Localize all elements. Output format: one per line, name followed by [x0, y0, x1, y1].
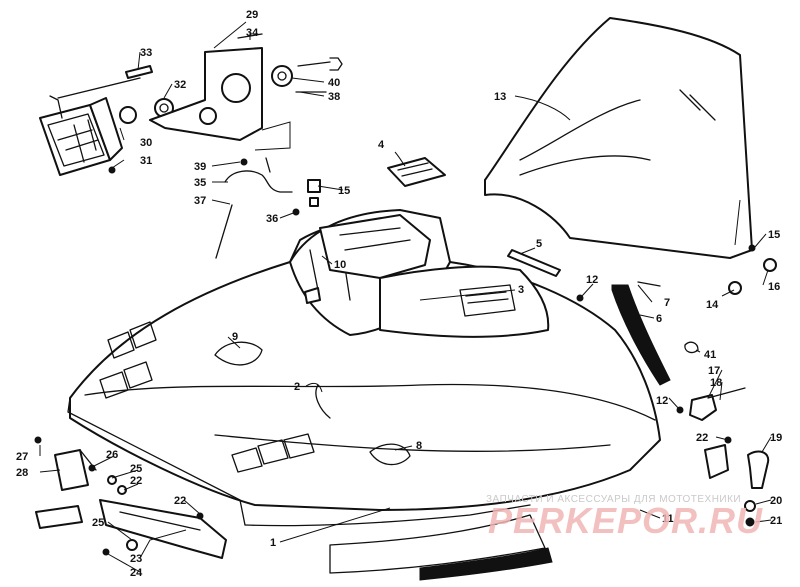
- callout-3: 3: [518, 284, 524, 296]
- callout-27: 27: [16, 451, 28, 463]
- callout-40: 40: [328, 77, 340, 89]
- callout-24: 24: [130, 567, 143, 579]
- callout-15b: 15: [768, 229, 780, 241]
- callout-13: 13: [494, 91, 506, 103]
- callout-16: 16: [768, 281, 780, 293]
- callout-18: 18: [710, 377, 722, 389]
- callout-10: 10: [334, 259, 346, 271]
- callout-8: 8: [416, 440, 422, 452]
- callout-20: 20: [770, 495, 782, 507]
- callout-22b: 22: [696, 432, 708, 444]
- decal-4: [387, 157, 446, 187]
- callout-14: 14: [706, 299, 719, 311]
- callout-21: 21: [770, 515, 782, 527]
- callout-labels: 1 2 3 4 5 6 7 8 9 10 11 12 12 13 14 15 1…: [16, 9, 782, 579]
- callout-25a: 25: [92, 517, 104, 529]
- callout-2: 2: [294, 381, 300, 393]
- watermark-brand: PERKEPOR.RU: [488, 500, 764, 541]
- callout-5: 5: [536, 238, 542, 250]
- callout-33: 33: [140, 47, 152, 59]
- right-hardware: [576, 244, 777, 527]
- callout-19: 19: [770, 432, 782, 444]
- front-vents: [99, 321, 315, 473]
- callout-31: 31: [140, 155, 152, 167]
- leader-lines: [39, 21, 772, 573]
- callout-7: 7: [664, 297, 670, 309]
- callout-29: 29: [246, 9, 258, 21]
- callout-9: 9: [232, 331, 238, 343]
- headlight-assembly: [39, 65, 174, 176]
- callout-41: 41: [704, 349, 716, 361]
- callout-39: 39: [194, 161, 206, 173]
- callout-11: 11: [662, 513, 674, 525]
- callout-26: 26: [106, 449, 118, 461]
- callout-30: 30: [140, 137, 152, 149]
- callout-32: 32: [174, 79, 186, 91]
- callout-23: 23: [130, 553, 142, 565]
- callout-12b: 12: [656, 395, 668, 407]
- watermark-tagline: ЗАПЧАСТИ И АКСЕССУАРЫ ДЛЯ МОТОТЕХНИКИ: [486, 494, 742, 505]
- callout-38: 38: [328, 91, 340, 103]
- decal-9: [214, 341, 263, 366]
- callout-6: 6: [656, 313, 662, 325]
- bumper-hardware: [34, 436, 227, 559]
- strip-5: [507, 249, 561, 277]
- callout-22c: 22: [130, 475, 142, 487]
- bracket-29: [149, 33, 343, 141]
- callout-35: 35: [194, 177, 206, 189]
- callout-36: 36: [266, 213, 278, 225]
- callout-37: 37: [194, 195, 206, 207]
- callout-22a: 22: [174, 495, 186, 507]
- callout-15a: 15: [338, 185, 350, 197]
- hood-body: [67, 209, 661, 581]
- callout-4: 4: [378, 139, 385, 151]
- decal-2: [315, 384, 331, 419]
- windshield: [484, 17, 753, 259]
- seal-6: [611, 284, 671, 386]
- callout-17: 17: [708, 365, 720, 377]
- callout-28: 28: [16, 467, 28, 479]
- callout-34: 34: [246, 27, 259, 39]
- decal-8: [369, 443, 411, 466]
- harness-and-fasteners: [215, 157, 321, 304]
- callout-1: 1: [270, 537, 276, 549]
- callout-12a: 12: [586, 274, 598, 286]
- callout-25b: 25: [130, 463, 142, 475]
